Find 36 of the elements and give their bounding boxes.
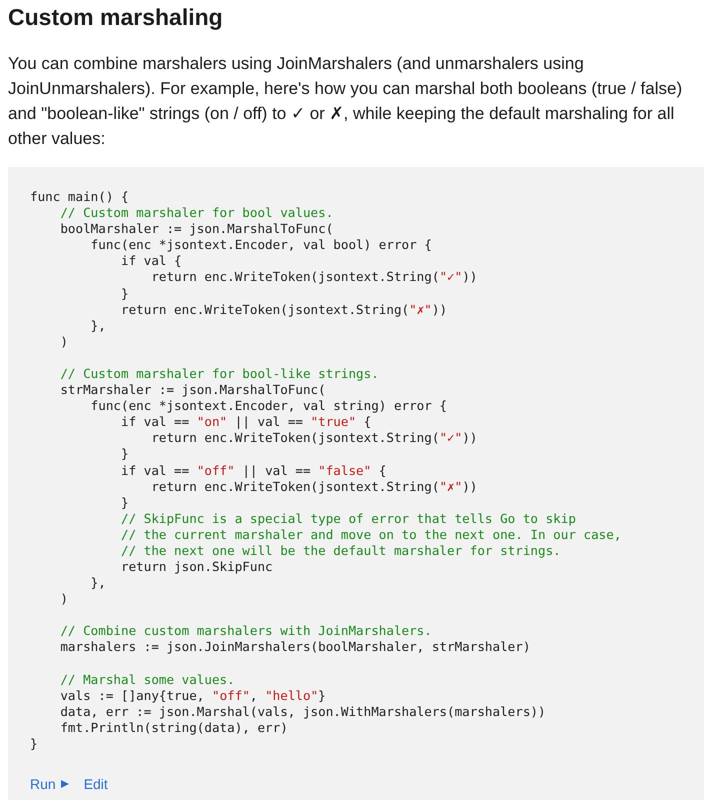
code-line: return enc.WriteToken(jsontext.String("✓")) bbox=[150, 269, 478, 286]
code-line: } bbox=[30, 736, 38, 752]
code-line: // Custom marshaler for bool-like strings. bbox=[59, 366, 379, 382]
code-line: ) bbox=[59, 591, 68, 608]
code-line: data, err := json.Marshal(vals, json.WithMarshalers(marshalers)) bbox=[59, 704, 546, 720]
intro-paragraph: You can combine marshalers using JoinMarshalers (and unmarshalers using JoinUnmarshalers). For example, here's how you can marshal both booleans (true / false) and "boolean-like" strings (on / off) to ✓ or ✗, while keeping the default marshaling for all other values: bbox=[8, 53, 684, 150]
code-line: if val == "on" || val == "true" { bbox=[120, 414, 372, 430]
code-line: vals := []any{true, "off", "hello"} bbox=[59, 688, 326, 704]
code-line: // the next one will be the default marshaler for strings. bbox=[120, 542, 561, 560]
code-line: return enc.WriteToken(jsontext.String("✗")) bbox=[120, 302, 448, 318]
run-link: Run bbox=[30, 776, 70, 792]
code-line: // Marshal some values. bbox=[59, 672, 235, 688]
code-line: fmt.Println(string(data), err) bbox=[59, 720, 288, 736]
code-line: boolMarshaler := json.MarshalToFunc( bbox=[59, 221, 334, 238]
code-line: } bbox=[120, 494, 129, 511]
code-line: if val { bbox=[120, 253, 182, 270]
code-line: } bbox=[120, 286, 129, 302]
code-line: func main() { bbox=[30, 189, 129, 206]
code-line: strMarshaler := json.MarshalToFunc( bbox=[59, 382, 326, 398]
code-line: return enc.WriteToken(jsontext.String("✓")) bbox=[150, 430, 478, 446]
code-line: // the current marshaler and move on to the next one. In our case, bbox=[120, 526, 622, 543]
code-line: func(enc *jsontext.Encoder, val string) error { bbox=[90, 398, 448, 414]
code-line: // SkipFunc is a special type of error that tells Go to skip bbox=[120, 510, 576, 527]
code-line: ) bbox=[59, 334, 68, 350]
page-heading: Custom marshaling bbox=[8, 4, 224, 31]
code-line: // Custom marshaler for bool values. bbox=[59, 205, 334, 222]
code-line: } bbox=[120, 446, 129, 462]
code-line: return json.SkipFunc bbox=[120, 559, 273, 576]
code-line: if val == "off" || val == "false" { bbox=[120, 462, 386, 479]
edit-link: Edit bbox=[84, 776, 108, 792]
code-line: }, bbox=[90, 318, 106, 334]
code-line: }, bbox=[90, 575, 106, 592]
code-line: // Combine custom marshalers with JoinMarshalers. bbox=[59, 623, 432, 640]
code-line: marshalers := json.JoinMarshalers(boolMarshaler, strMarshaler) bbox=[59, 639, 530, 656]
code-line: return enc.WriteToken(jsontext.String("✗")) bbox=[150, 478, 478, 495]
code-line: func(enc *jsontext.Encoder, val bool) error { bbox=[90, 237, 432, 254]
